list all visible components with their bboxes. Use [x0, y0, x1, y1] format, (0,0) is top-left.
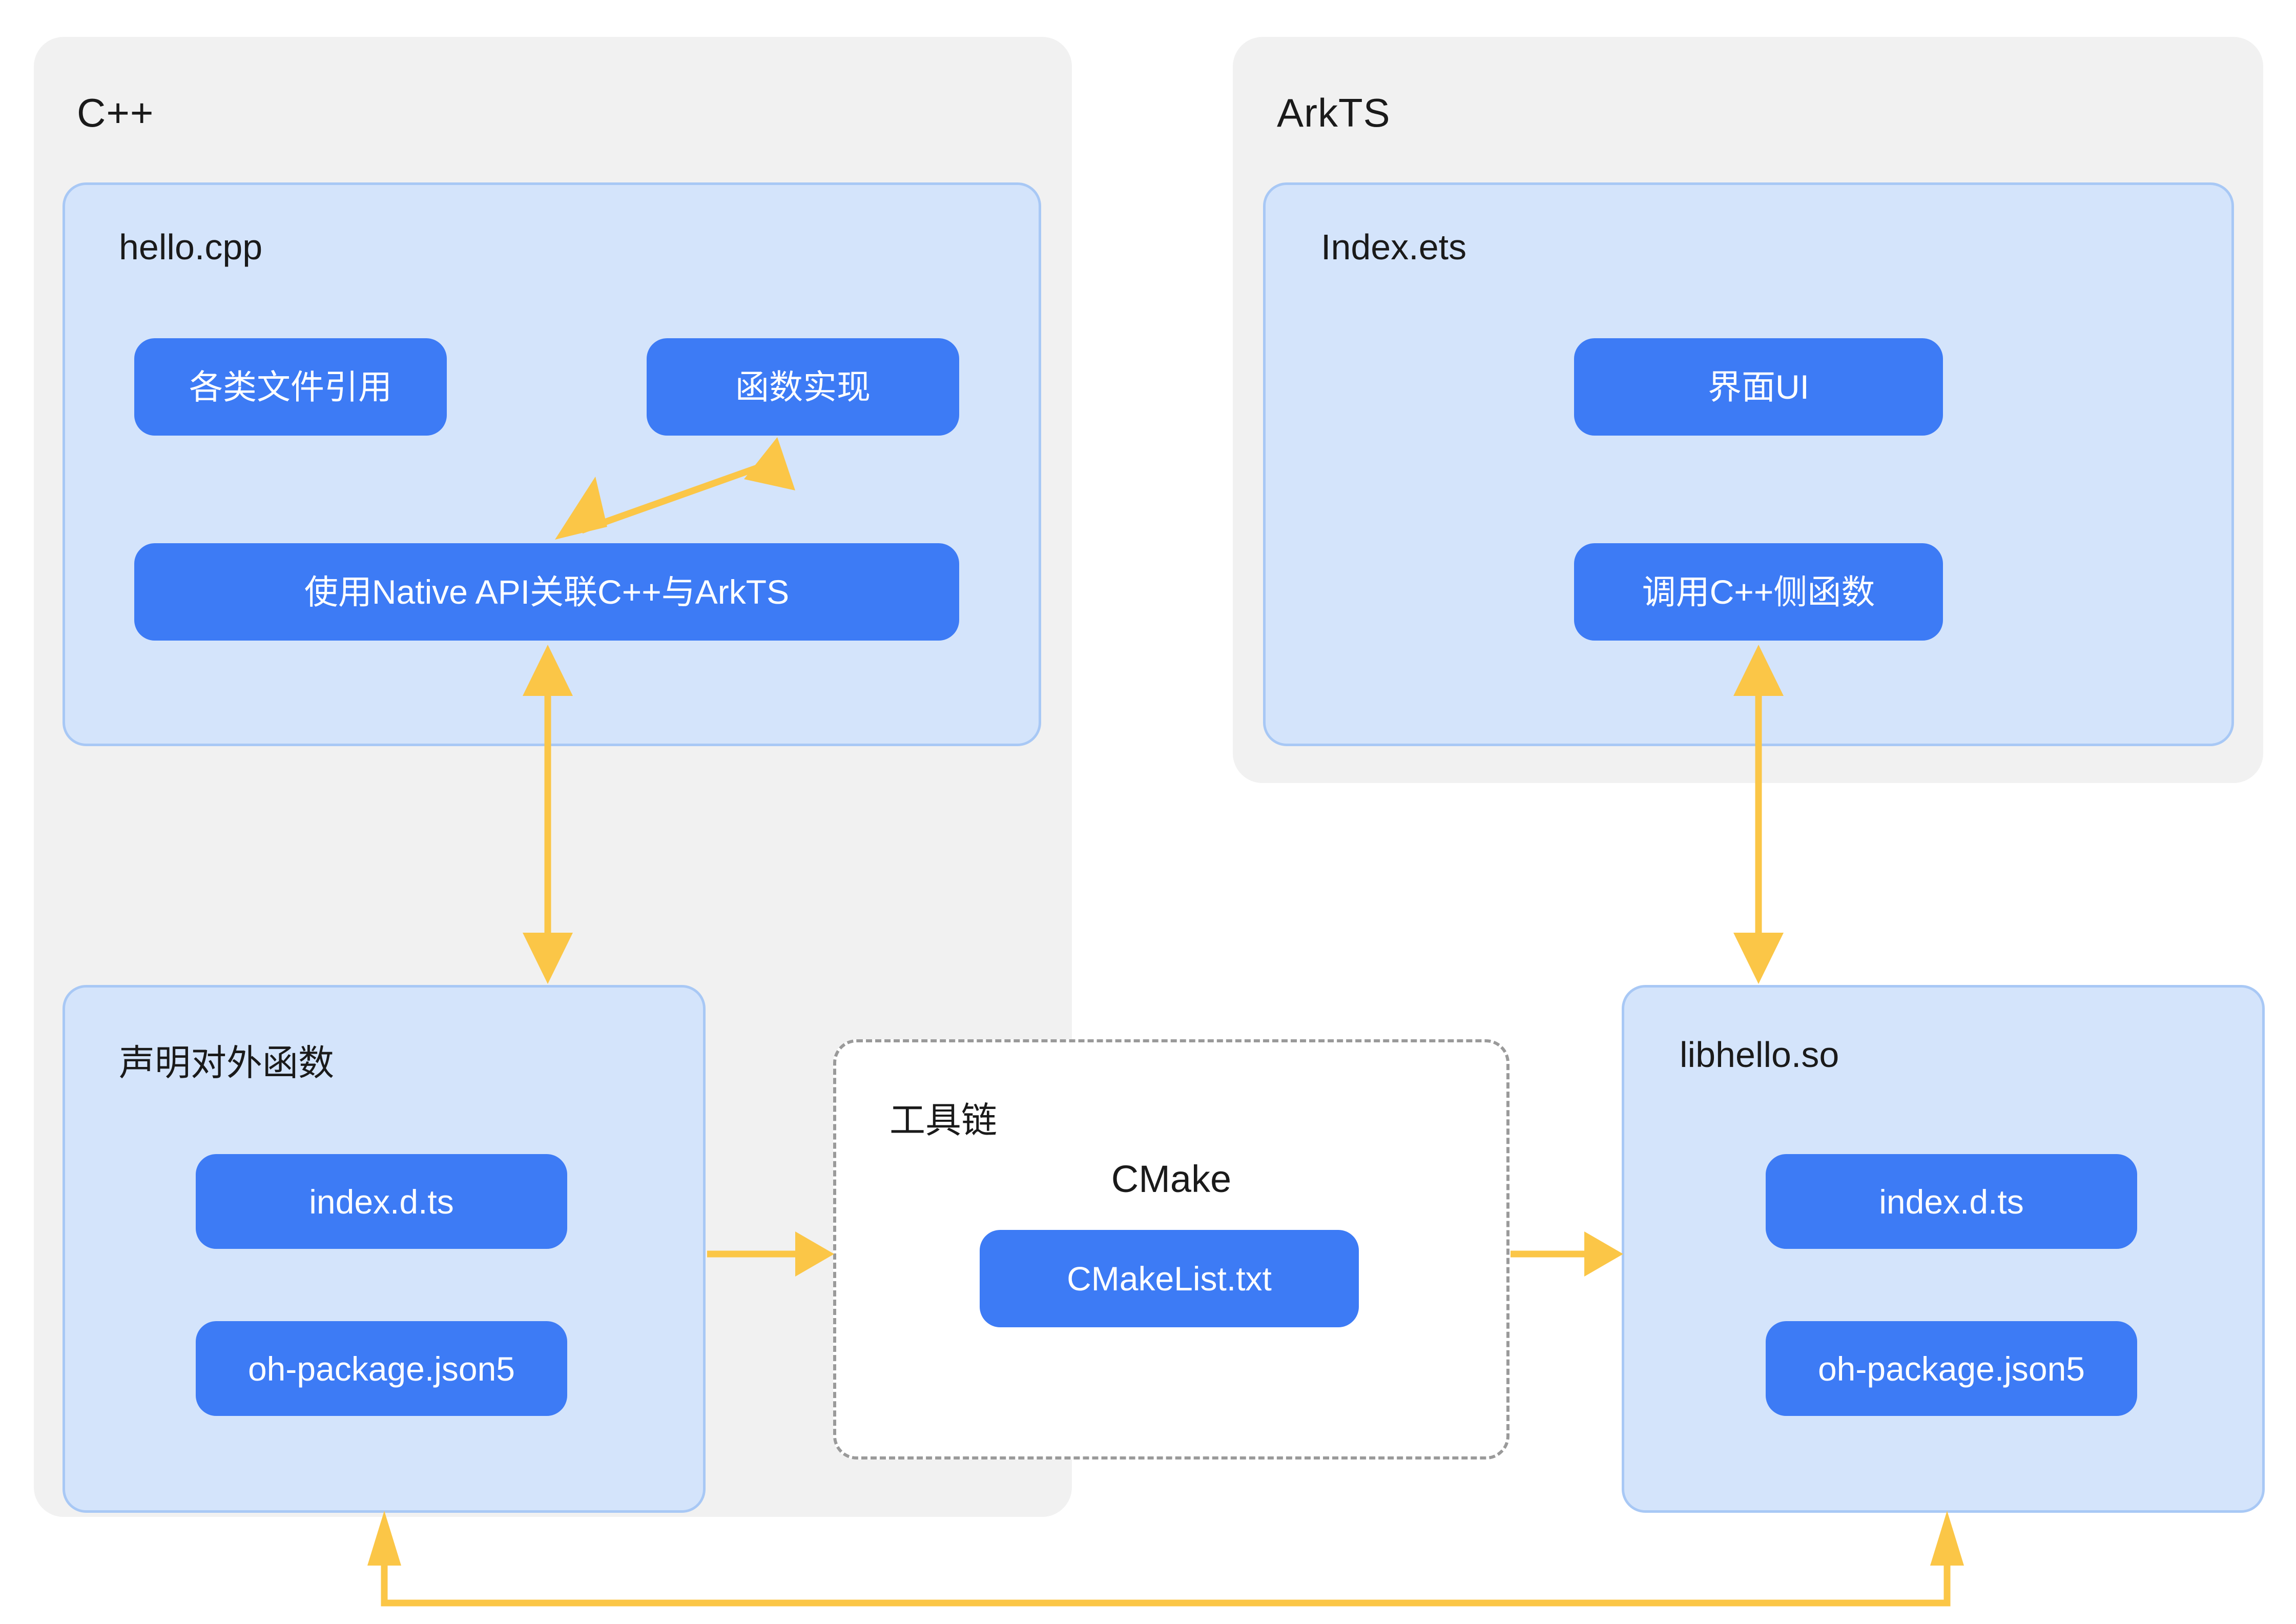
node-declare-index-d-ts[interactable]: index.d.ts	[196, 1154, 567, 1249]
panel-title-index-ets: Index.ets	[1321, 227, 1467, 267]
arrow-toolchain-libhello	[1511, 1231, 1623, 1277]
node-declare-oh-package-json5[interactable]: oh-package.json5	[196, 1321, 567, 1416]
group-title-cpp: C++	[77, 90, 154, 135]
panel-title-declare-exports: 声明对外函数	[119, 1043, 334, 1083]
node-call-cpp-function[interactable]: 调用C++侧函数	[1574, 543, 1943, 641]
arrow-bottom-u-connector	[367, 1511, 1964, 1607]
panel-title-hello-cpp: hello.cpp	[119, 227, 263, 267]
node-ui[interactable]: 界面UI	[1574, 338, 1943, 436]
file-panel-declare-exports	[63, 985, 706, 1513]
group-title-arkts: ArkTS	[1277, 90, 1391, 135]
node-cmakelist-txt[interactable]: CMakeList.txt	[980, 1230, 1359, 1327]
label-cmake: CMake	[1111, 1158, 1232, 1200]
node-libhello-oh-package-json5[interactable]: oh-package.json5	[1766, 1321, 2137, 1416]
node-libhello-index-d-ts[interactable]: index.d.ts	[1766, 1154, 2137, 1249]
panel-title-libhello-so: libhello.so	[1680, 1035, 1839, 1075]
node-includes[interactable]: 各类文件引用	[134, 338, 447, 436]
node-native-api-bridge[interactable]: 使用Native API关联C++与ArkTS	[134, 543, 959, 641]
panel-title-toolchain: 工具链	[890, 1100, 997, 1140]
node-function-implementation[interactable]: 函数实现	[647, 338, 959, 436]
